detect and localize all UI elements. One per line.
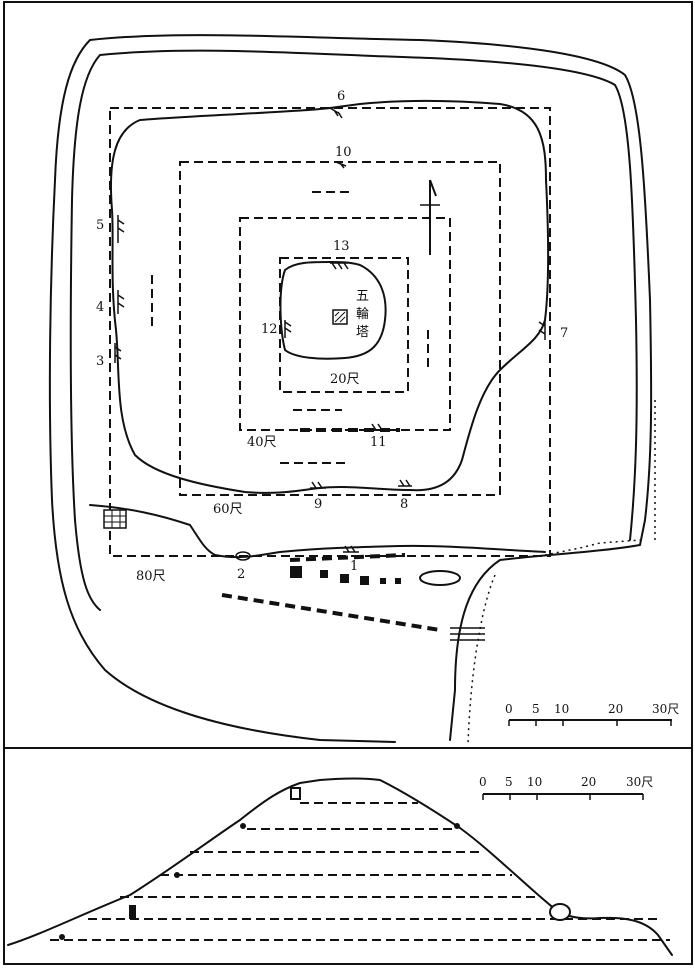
plan-view: 6 10 13 12 5 4 3 7 11 9 8 1 2 20尺 40尺 60…	[48, 34, 679, 746]
section-marker-icon	[240, 823, 246, 829]
site-2-marker-icon	[235, 551, 251, 561]
section-scale-bar: 0 5 10 20 30尺	[479, 775, 653, 800]
site-label-7: 7	[560, 326, 568, 341]
stone-block-icon	[380, 578, 386, 584]
section-tower-icon	[290, 787, 301, 800]
section-scale-tick-5: 5	[505, 775, 513, 789]
section-scale-tick-10: 10	[527, 775, 542, 789]
site-label-10: 10	[335, 145, 352, 160]
site-11-marker-icon	[370, 423, 384, 431]
plan-scale-tick-5: 5	[532, 702, 540, 716]
site-label-5: 5	[96, 218, 104, 233]
site-label-8: 8	[400, 497, 408, 512]
ring-label-80: 80尺	[136, 569, 166, 584]
tower-label-char-1: 五	[356, 289, 369, 304]
stone-block-icon	[395, 578, 401, 584]
section-scale-tick-30: 30尺	[626, 775, 653, 789]
section-marker-icon	[454, 823, 460, 829]
stone-block-icon	[360, 576, 369, 585]
site-label-9: 9	[314, 497, 322, 512]
site-12-marker-icon	[284, 320, 292, 338]
plan-scale-tick-0: 0	[505, 702, 513, 716]
site-label-12: 12	[261, 322, 278, 337]
plan-scale-tick-20: 20	[608, 702, 623, 716]
site-4-marker-icon	[117, 290, 125, 314]
site-label-6: 6	[337, 89, 345, 104]
site-markers	[114, 107, 546, 561]
plan-scale-tick-10: 10	[554, 702, 569, 716]
site-8-marker-icon	[398, 479, 412, 487]
outer-boundary-contour	[48, 34, 653, 743]
site-6-marker-icon	[329, 107, 343, 119]
slope-hatching	[467, 400, 656, 746]
site-label-11: 11	[370, 435, 387, 450]
ring-60	[179, 161, 501, 496]
section-profile	[7, 777, 673, 956]
lower-terrace-contour	[89, 504, 546, 559]
stone-block-icon	[340, 574, 349, 583]
section-marker-icon	[174, 872, 180, 878]
stone-row-upper	[289, 553, 406, 562]
plan-scale-tick-30: 30尺	[652, 702, 679, 716]
site-3-marker-icon	[114, 343, 122, 363]
site-label-2: 2	[237, 567, 245, 582]
section-marker-icon	[59, 934, 65, 940]
summit-contour	[279, 261, 387, 360]
site-label-1: 1	[350, 559, 358, 574]
inner-boundary-contour	[69, 49, 638, 611]
tower-label-char-2: 輪	[356, 306, 369, 322]
stone-row-line	[221, 593, 441, 632]
section-scale-tick-20: 20	[581, 775, 596, 789]
outer-frame	[3, 1, 693, 965]
site-label-4: 4	[96, 300, 104, 315]
site-5-marker-icon	[117, 215, 125, 243]
section-stone-icon	[129, 905, 136, 919]
site-label-13: 13	[333, 239, 350, 254]
boulder-icon	[419, 570, 461, 586]
stone-block-icon	[320, 570, 328, 578]
ring-label-60: 60尺	[213, 502, 243, 517]
ring-20	[279, 257, 409, 393]
north-arrow-icon	[420, 179, 440, 255]
section-boulder-icon	[549, 903, 571, 921]
stone-block-icon	[290, 566, 302, 578]
site-label-3: 3	[96, 354, 104, 369]
site-7-marker-icon	[538, 320, 546, 340]
site-1-marker-icon	[343, 545, 359, 553]
site-13-marker-icon	[330, 262, 349, 270]
ring-label-20: 20尺	[330, 372, 360, 387]
site-10-marker-icon	[335, 161, 347, 169]
tower-hatching	[334, 311, 346, 323]
site-9-marker-icon	[310, 481, 326, 489]
hill-crest-contour	[109, 100, 550, 494]
ring-40	[239, 217, 451, 431]
shrine-icon	[103, 509, 127, 529]
tower-label-char-3: 塔	[356, 325, 369, 340]
section-view: 0 5 10 20 30尺	[7, 775, 673, 956]
ring-label-40: 40尺	[247, 435, 277, 450]
section-scale-tick-0: 0	[479, 775, 487, 789]
plan-scale-bar: 0 5 10 20 30尺	[505, 702, 679, 726]
shrine-grid	[104, 510, 126, 528]
ring-80	[109, 107, 551, 557]
